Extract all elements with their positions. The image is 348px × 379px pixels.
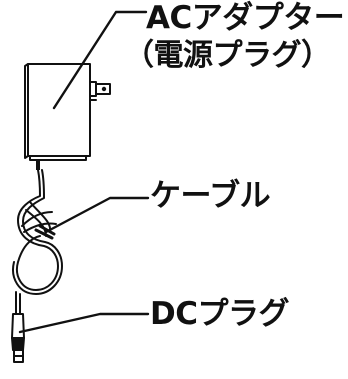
label-cable: ケーブル bbox=[150, 178, 271, 214]
label-ac-adapter: ACアダプター bbox=[146, 0, 345, 36]
leader-lines bbox=[18, 10, 150, 334]
dc-plug bbox=[11, 313, 25, 363]
leader-ac-adapter bbox=[52, 10, 148, 110]
leader-dc-plug bbox=[18, 312, 150, 334]
adapter-body bbox=[24, 63, 111, 170]
leader-cable bbox=[44, 196, 150, 234]
label-dc-plug: DCプラグ bbox=[150, 296, 289, 332]
label-power-plug: （電源プラグ） bbox=[124, 38, 331, 73]
coiled-cable bbox=[12, 169, 63, 315]
